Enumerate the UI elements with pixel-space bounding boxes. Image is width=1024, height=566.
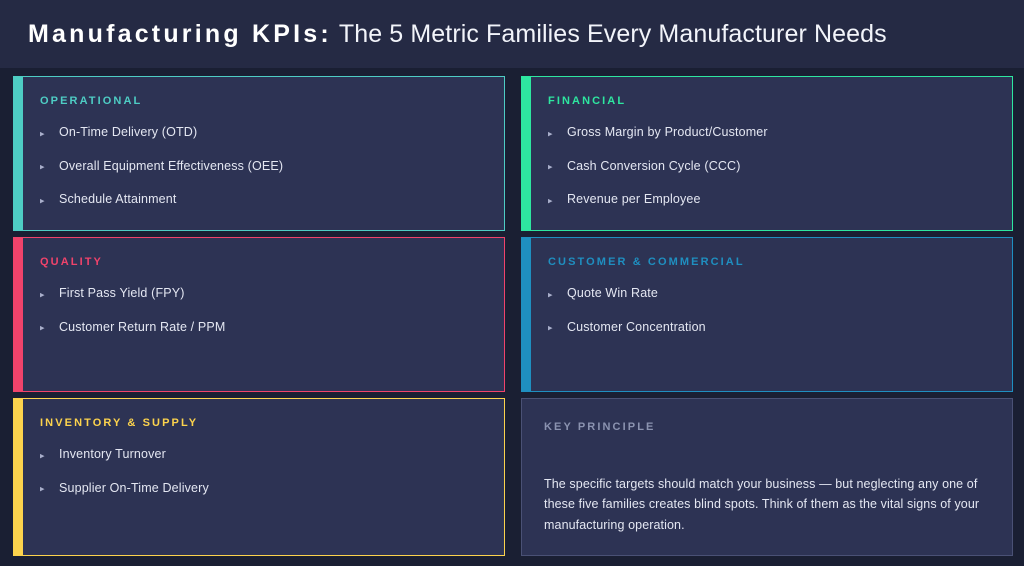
kpi-card-financial[interactable]: FINANCIAL ▸ Gross Margin by Product/Cust… (521, 76, 1013, 231)
triangle-bullet-icon: ▸ (40, 128, 45, 138)
card-label-customer-commercial: CUSTOMER & COMMERCIAL (548, 256, 745, 268)
list-item[interactable]: ▸ On-Time Delivery (OTD) (40, 125, 488, 141)
kpi-label: Revenue per Employee (567, 192, 701, 207)
triangle-bullet-icon: ▸ (548, 289, 553, 299)
card-label-operational: OPERATIONAL (40, 95, 143, 107)
list-item[interactable]: ▸ Inventory Turnover (40, 447, 488, 463)
triangle-bullet-icon: ▸ (548, 161, 553, 172)
accent-bar-financial (522, 77, 531, 230)
list-item[interactable]: ▸ First Pass Yield (FPY) (40, 286, 488, 302)
accent-bar-customer-commercial (522, 238, 531, 391)
list-item[interactable]: ▸ Schedule Attainment (40, 192, 488, 208)
accent-bar-inventory-supply (14, 399, 23, 555)
kpi-label: Customer Return Rate / PPM (59, 319, 226, 334)
kpi-label: Overall Equipment Effectiveness (OEE) (59, 158, 284, 173)
list-item[interactable]: ▸ Customer Concentration (548, 320, 996, 336)
kpi-label: Schedule Attainment (59, 192, 177, 207)
kpi-label: Supplier On-Time Delivery (59, 480, 209, 495)
card-label-financial: FINANCIAL (548, 95, 627, 107)
page-title-rest: The 5 Metric Families Every Manufacturer… (338, 19, 887, 48)
kpi-list-financial: ▸ Gross Margin by Product/Customer ▸ Cas… (548, 125, 996, 208)
kpi-card-inventory-supply[interactable]: INVENTORY & SUPPLY ▸ Inventory Turnover … (13, 398, 505, 556)
kpi-card-quality[interactable]: QUALITY ▸ First Pass Yield (FPY) ▸ Custo… (13, 237, 505, 392)
list-item[interactable]: ▸ Revenue per Employee (548, 192, 996, 208)
accent-bar-operational (14, 77, 23, 230)
card-label-quality: QUALITY (40, 256, 103, 268)
triangle-bullet-icon: ▸ (548, 128, 553, 138)
list-item[interactable]: ▸ Gross Margin by Product/Customer (548, 125, 996, 141)
kpi-label: Inventory Turnover (59, 447, 166, 462)
kpi-card-operational[interactable]: OPERATIONAL ▸ On-Time Delivery (OTD) ▸ O… (13, 76, 505, 231)
key-principle-body: The specific targets should match your b… (544, 477, 980, 532)
list-item[interactable]: ▸ Customer Return Rate / PPM (40, 320, 488, 336)
triangle-bullet-icon: ▸ (40, 161, 45, 172)
key-principle-card: KEY PRINCIPLE The specific targets shoul… (521, 398, 1013, 556)
list-item[interactable]: ▸ Overall Equipment Effectiveness (OEE) (40, 159, 488, 175)
kpi-label: Quote Win Rate (567, 286, 659, 301)
kpi-card-grid: OPERATIONAL ▸ On-Time Delivery (OTD) ▸ O… (13, 76, 1013, 556)
kpi-card-customer-commercial[interactable]: CUSTOMER & COMMERCIAL ▸ Quote Win Rate ▸… (521, 237, 1013, 392)
kpi-label: On-Time Delivery (OTD) (59, 125, 198, 140)
kpi-list-quality: ▸ First Pass Yield (FPY) ▸ Customer Retu… (40, 286, 488, 335)
triangle-bullet-icon: ▸ (40, 195, 45, 206)
kpi-list-customer-commercial: ▸ Quote Win Rate ▸ Customer Concentratio… (548, 286, 996, 335)
kpi-label: First Pass Yield (FPY) (59, 286, 185, 301)
list-item[interactable]: ▸ Quote Win Rate (548, 286, 996, 302)
triangle-bullet-icon: ▸ (548, 322, 553, 333)
kpi-label: Customer Concentration (567, 319, 706, 334)
list-item[interactable]: ▸ Cash Conversion Cycle (CCC) (548, 159, 996, 175)
triangle-bullet-icon: ▸ (40, 322, 45, 333)
kpi-list-inventory-supply: ▸ Inventory Turnover ▸ Supplier On-Time … (40, 447, 488, 496)
triangle-bullet-icon: ▸ (40, 483, 45, 494)
triangle-bullet-icon: ▸ (40, 289, 45, 299)
card-label-key-principle: KEY PRINCIPLE (544, 421, 656, 433)
kpi-list-operational: ▸ On-Time Delivery (OTD) ▸ Overall Equip… (40, 125, 488, 208)
accent-bar-quality (14, 238, 23, 391)
page-title: Manufacturing KPIs:The 5 Metric Families… (0, 19, 887, 48)
kpi-label: Cash Conversion Cycle (CCC) (567, 158, 741, 173)
slide-header: Manufacturing KPIs:The 5 Metric Families… (0, 0, 1024, 68)
card-label-inventory-supply: INVENTORY & SUPPLY (40, 417, 199, 429)
kpi-label: Gross Margin by Product/Customer (567, 125, 768, 140)
list-item[interactable]: ▸ Supplier On-Time Delivery (40, 481, 488, 497)
page-title-strong: Manufacturing KPIs: (28, 19, 332, 48)
triangle-bullet-icon: ▸ (548, 195, 553, 206)
triangle-bullet-icon: ▸ (40, 450, 45, 460)
